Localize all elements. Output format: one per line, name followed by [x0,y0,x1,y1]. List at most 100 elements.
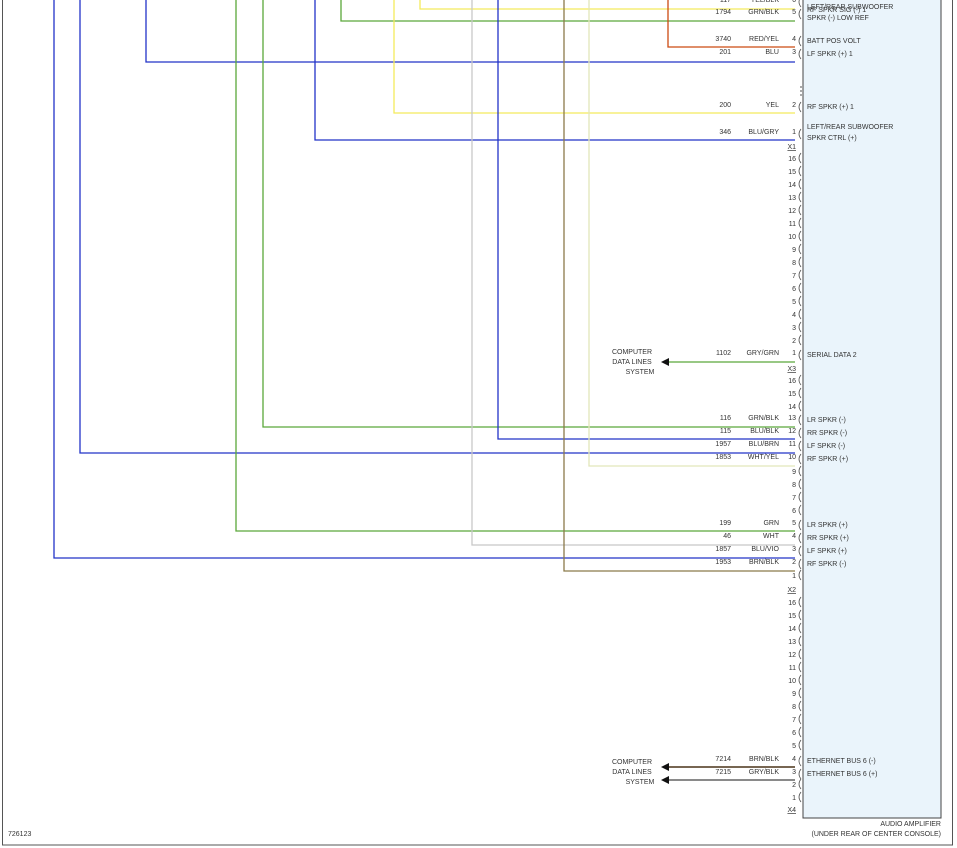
wire-115 [497,0,795,440]
wire-200 [393,0,795,114]
wire-color-x4-4: BRN/BLK [749,756,779,763]
signal-name-x2-3: LF SPKR (+) [807,548,847,555]
x2-after-pin-10: 6 [792,730,796,737]
pin-number-x1-3: 3 [792,49,796,56]
circuit-number-x1-3: 201 [719,49,731,56]
pin-cavity-x2-4 [798,532,802,544]
x2-after-pin-1: 15 [788,613,796,620]
x2-after-pin-7: 9 [792,691,796,698]
x2-mid-pin-0: 9 [792,469,796,476]
pin-number-x2-13: 13 [788,415,796,422]
ref-ethernet: COMPUTER DATA LINES SYSTEM [612,759,655,786]
x1-unused-pin-3: 13 [788,195,796,202]
pin-number-x2-2: 2 [792,559,796,566]
x4-unused-pin-0: 2 [792,782,796,789]
x2-after-cavity-9 [798,713,802,725]
signal-name-x2-2: RF SPKR (-) [807,561,846,568]
amplifier-location: (UNDER REAR OF CENTER CONSOLE) [811,831,941,838]
x2-tail-cavity-0 [798,569,802,581]
x4-unused-cavity-0 [798,778,802,790]
ref-eth-line-3: SYSTEM [626,779,655,786]
x1-unused-cavity-6 [798,230,802,242]
x2-tail-pin-0: 1 [792,573,796,580]
x1-unused-cavity-14 [798,334,802,346]
circuit-number-x2-12: 115 [720,428,731,435]
x1-unused-pin-5: 11 [789,221,796,228]
arrow-serial [661,358,669,366]
circuit-number-x4-4: 7214 [715,756,731,763]
arrow-eth-1 [661,763,669,771]
x2-mid-pin-1: 8 [792,482,796,489]
circuit-number-x2-10: 1853 [715,454,731,461]
signal-name-x2-5: LR SPKR (+) [807,522,848,529]
x2-after-cavity-3 [798,635,802,647]
pin-cavity-x2-11 [798,440,802,452]
x2-mid-pin-2: 7 [792,495,796,502]
x2-mid-cavity-0 [798,465,802,477]
x1-unused-cavity-10 [798,282,802,294]
x1-unused-pin-10: 6 [792,286,796,293]
signal-name-x1-5: LEFT/REAR SUBWOOFER [807,4,893,11]
x1-unused-pin-7: 9 [792,247,796,254]
x2-after-pin-3: 13 [788,639,796,646]
pin-number-x1-1: 1 [792,129,796,136]
signal-name-x2-11: LF SPKR (-) [807,443,845,450]
x2-after-pin-5: 11 [789,665,796,672]
circuit-number-x2-13: 116 [720,415,731,422]
amplifier-box [802,0,942,819]
pin-number-x2-5: 5 [792,520,796,527]
x3-unused-pin-2: 14 [788,404,796,411]
x3-unused-pin-0: 16 [788,378,796,385]
wire-color-x2-11: BLU/BRN [749,441,779,448]
x2-after-pin-6: 10 [788,678,796,685]
x1-unused-cavity-0 [798,152,802,164]
x2-mid-cavity-3 [798,504,802,516]
pin-cavity-x1-5 [798,8,802,20]
circuit-number-x1-4: 3740 [715,36,731,43]
circuit-number-x1-1: 346 [719,129,731,136]
x1-unused-pin-4: 12 [788,208,796,215]
wire-346 [314,0,795,141]
wire-color-x1-4: RED/YEL [749,36,779,43]
connector-label-x3: X3 [787,366,796,373]
x2-after-cavity-1 [798,609,802,621]
wire-3740 [667,0,795,48]
x3-unused-cavity-2 [798,400,802,412]
wire-color-x2-3: BLU/VIO [751,546,779,553]
pin-number-x2-3: 3 [792,546,796,553]
circuit-number-x2-5: 199 [719,520,731,527]
connector-label-x4: X4 [787,807,796,814]
signal-name-x1-3: LF SPKR (+) 1 [807,51,853,58]
x1-unused-cavity-13 [798,321,802,333]
signal-name-x2-13: LR SPKR (-) [807,417,846,424]
circuit-number-x2-4: 46 [723,533,731,540]
wire-color-x2-10: WHT/YEL [748,454,779,461]
wire-color-x1-1: BLU/GRY [748,129,779,136]
wire-color-x4-3: GRY/BLK [749,769,780,776]
x2-after-cavity-8 [798,700,802,712]
amplifier-name: AUDIO AMPLIFIER [880,821,941,828]
ref-eth-line-2: DATA LINES [612,769,652,776]
circuit-number-x1-2: 200 [719,102,731,109]
x1-unused-cavity-7 [798,243,802,255]
ref-serial-line-1: COMPUTER [612,349,652,356]
wire-color-x1-2: YEL [766,102,779,109]
pin-number-x4-4: 4 [792,756,796,763]
x2-after-pin-4: 12 [788,652,796,659]
signal-name-x2-10: RF SPKR (+) [807,456,848,463]
wire-1794 [340,0,795,22]
wire-color-x2-2: BRN/BLK [749,559,779,566]
x2-after-pin-8: 8 [792,704,796,711]
arrow-eth-2 [661,776,669,784]
signal-name2-x1-5: SPKR (-) LOW REF [807,15,869,22]
x3-unused-cavity-0 [798,374,802,386]
pin-cavity-x1-4 [798,35,802,47]
pin-number-x2-4: 4 [792,533,796,540]
signal-name-x4-4: ETHERNET BUS 6 (-) [807,758,876,765]
pin-number-x3-1: 1 [792,350,796,357]
x1-unused-pin-2: 14 [788,182,796,189]
pin-cavity-x2-2 [798,558,802,570]
x2-after-pin-0: 16 [788,600,796,607]
circuit-number-x2-3: 1857 [715,546,731,553]
